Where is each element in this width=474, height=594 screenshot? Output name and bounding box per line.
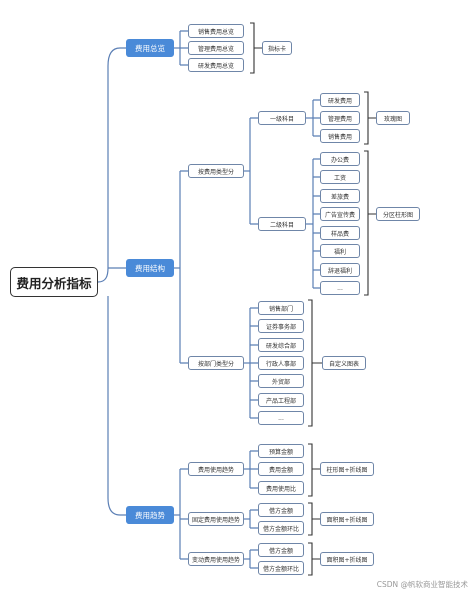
overview-item: 管理费用总览 <box>188 41 244 55</box>
dept-item: 研发综合部 <box>258 338 304 352</box>
watermark: CSDN @帆软商业智能技术 <box>376 580 468 589</box>
dept-item: 行政人事部 <box>258 356 304 370</box>
dept-item: 销售部门 <box>258 301 304 315</box>
fixed-chart: 面积图+折线图 <box>320 512 374 526</box>
usage-item: 预算金额 <box>258 444 304 458</box>
level2-item: 福利 <box>320 244 360 258</box>
level2-item: 差旅费 <box>320 189 360 203</box>
level2-item: 办公费 <box>320 152 360 166</box>
usage-item: 费用使用比 <box>258 481 304 495</box>
level2-node: 二级科目 <box>258 217 306 231</box>
trend-usage: 费用使用趋势 <box>188 462 244 476</box>
overview-item: 销售费用总览 <box>188 24 244 38</box>
category-structure: 费用结构 <box>126 259 174 277</box>
usage-chart: 柱形图+折线图 <box>320 462 374 476</box>
level2-item: 辞退福利 <box>320 263 360 277</box>
trend-variable: 变动费用使用趋势 <box>188 552 244 566</box>
structure-by-type: 按费用类型分 <box>188 164 244 178</box>
dept-item: 外贸部 <box>258 374 304 388</box>
overview-item: 研发费用总览 <box>188 58 244 72</box>
level1-item: 销售费用 <box>320 129 360 143</box>
level1-node: 一级科目 <box>258 111 306 125</box>
fixed-item: 借方金额 <box>258 503 304 517</box>
level2-item: 广告宣传费 <box>320 207 360 221</box>
level2-item: 样品费 <box>320 226 360 240</box>
dept-chart: 自定义图表 <box>322 356 366 370</box>
category-trend: 费用趋势 <box>126 506 174 524</box>
dept-item: 产品工程部 <box>258 393 304 407</box>
level1-item: 管理费用 <box>320 111 360 125</box>
fixed-item: 借方金额环比 <box>258 521 304 535</box>
trend-fixed: 固定费用使用趋势 <box>188 512 244 526</box>
level1-item: 研发费用 <box>320 93 360 107</box>
variable-chart: 面积图+折线图 <box>320 552 374 566</box>
level1-chart: 玫瑰图 <box>376 111 410 125</box>
overview-chart: 指标卡 <box>262 41 292 55</box>
structure-by-dept: 按部门类型分 <box>188 356 244 370</box>
root-node: 费用分析指标 <box>10 267 98 297</box>
variable-item: 借方金额 <box>258 543 304 557</box>
category-overview: 费用总览 <box>126 39 174 57</box>
level2-item: 工资 <box>320 170 360 184</box>
dept-item: 证券事务部 <box>258 319 304 333</box>
dept-item: ... <box>258 411 304 425</box>
level2-chart: 分区柱形图 <box>376 207 420 221</box>
variable-item: 借方金额环比 <box>258 561 304 575</box>
usage-item: 费用金额 <box>258 462 304 476</box>
level2-item: ... <box>320 281 360 295</box>
